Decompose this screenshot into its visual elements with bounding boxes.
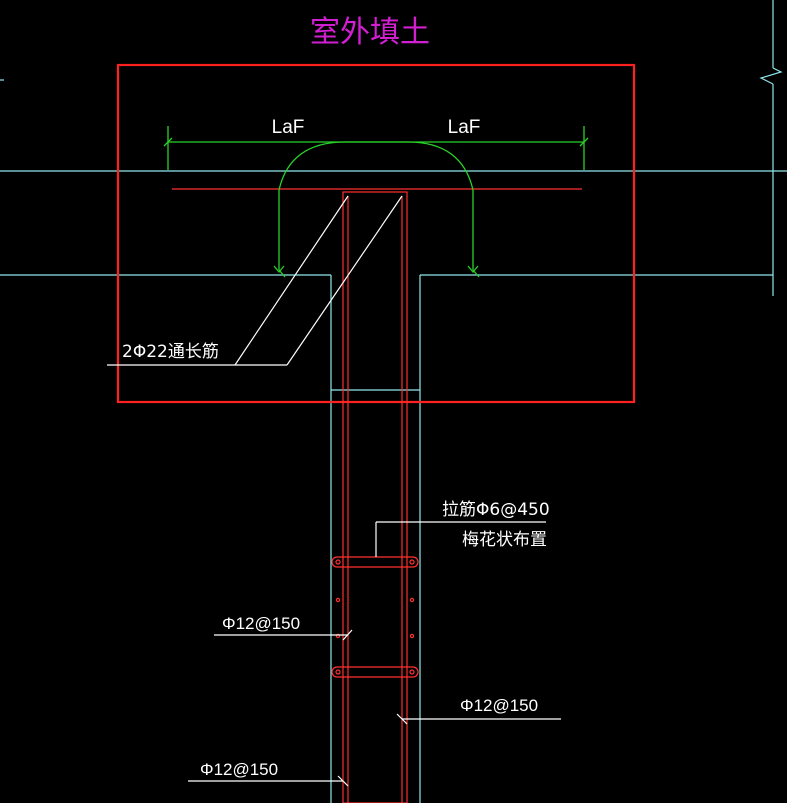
through-rebar-leader <box>107 195 403 366</box>
rebar-left-mid-label: Φ12@150 <box>222 614 300 633</box>
dim-label-right: LaF <box>448 117 481 138</box>
anchorage-dimension <box>163 126 589 278</box>
tie-bars <box>331 556 419 678</box>
tie-bar-lower <box>331 666 419 678</box>
rebar-left-bottom-leader <box>188 775 349 787</box>
tie-bar-upper <box>331 556 419 568</box>
rebar-left-mid-leader <box>214 629 353 641</box>
tie-bar-label: 拉筋Φ6@450 <box>442 500 550 520</box>
drawing-title: 室外填土 <box>310 15 430 50</box>
tie-bar-leader <box>375 521 546 557</box>
rebar-right-label: Φ12@150 <box>460 696 538 715</box>
rebar-right-leader <box>396 713 561 725</box>
break-line-right <box>759 0 783 296</box>
wall-rebar-cage <box>342 191 408 803</box>
anchorage-hook-curve <box>278 141 474 270</box>
detail-highlight-box <box>116 63 636 404</box>
tie-bar-arrangement-label: 梅花状布置 <box>462 530 547 550</box>
rebar-lines <box>172 188 582 803</box>
through-rebar-label: 2Φ22通长筋 <box>122 342 219 362</box>
dim-label-left: LaF <box>272 117 305 138</box>
rebar-left-bottom-label: Φ12@150 <box>200 760 278 779</box>
concrete-edges <box>0 170 787 803</box>
